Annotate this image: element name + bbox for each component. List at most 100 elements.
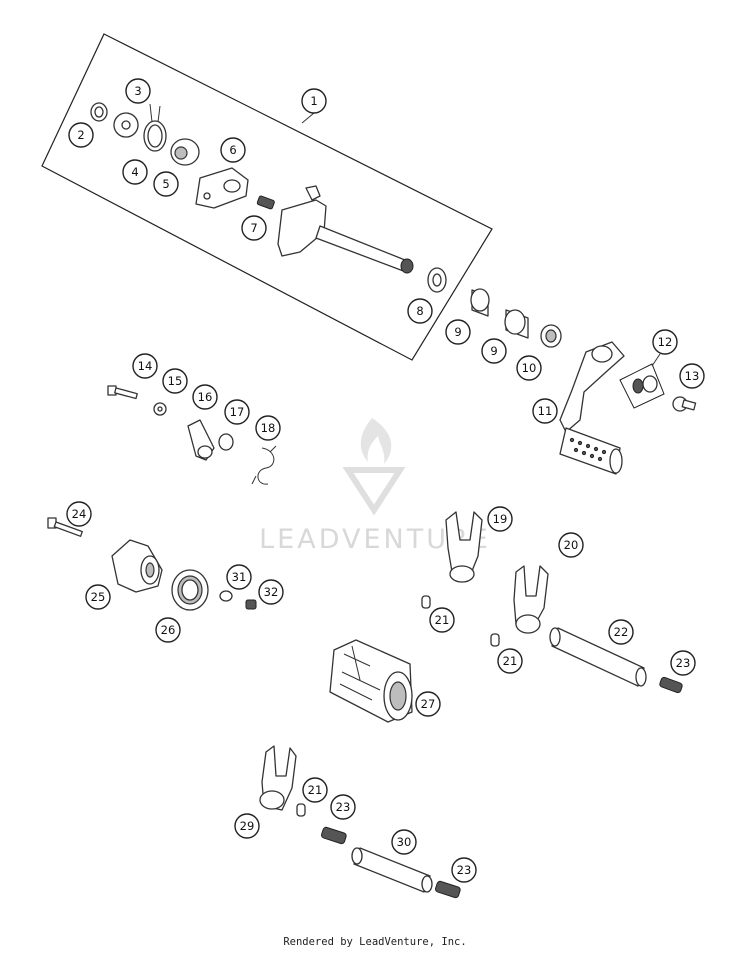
callout-6[interactable]: 6 <box>220 137 246 163</box>
part-24-bolt[interactable] <box>47 517 83 537</box>
part-shift-shaft[interactable] <box>277 185 414 274</box>
callout-2[interactable]: 2 <box>68 122 94 148</box>
part-26-bearing[interactable] <box>171 569 209 611</box>
part-9-bushing-b[interactable] <box>504 309 529 339</box>
callout-22[interactable]: 22 <box>608 619 634 645</box>
callout-23c[interactable]: 23 <box>451 857 477 883</box>
part-17-roller[interactable] <box>218 433 234 451</box>
part-5-guide[interactable] <box>170 138 200 166</box>
part-16-lever[interactable] <box>187 419 215 461</box>
svg-text:31: 31 <box>232 570 247 584</box>
callout-20[interactable]: 20 <box>558 532 584 558</box>
part-27-shift-drum[interactable] <box>329 639 413 723</box>
part-6-plate[interactable] <box>195 167 249 209</box>
callout-21c[interactable]: 21 <box>302 777 328 803</box>
part-30-fork-rod[interactable] <box>351 847 433 893</box>
svg-text:8: 8 <box>416 304 423 318</box>
part-7-spring[interactable] <box>256 195 275 210</box>
callout-12[interactable]: 12 <box>652 329 678 355</box>
callout-1[interactable]: 1 <box>301 88 327 114</box>
part-31-clip[interactable] <box>219 590 233 602</box>
part-21-pin-b[interactable] <box>490 633 500 647</box>
svg-text:29: 29 <box>240 819 255 833</box>
part-19-shift-fork[interactable] <box>445 511 483 583</box>
svg-text:18: 18 <box>261 421 276 435</box>
part-21-pin-a[interactable] <box>421 595 431 609</box>
callout-24[interactable]: 24 <box>66 501 92 527</box>
part-29-shift-fork[interactable] <box>259 745 297 811</box>
svg-text:21: 21 <box>503 654 518 668</box>
callout-10[interactable]: 10 <box>516 355 542 381</box>
callout-9a[interactable]: 9 <box>445 319 471 345</box>
part-2-retaining-ring[interactable] <box>90 102 108 122</box>
part-15-washer[interactable] <box>153 402 167 416</box>
part-9-bushing-a[interactable] <box>470 288 490 317</box>
callout-25[interactable]: 25 <box>85 584 111 610</box>
callout-17[interactable]: 17 <box>224 399 250 425</box>
callout-32[interactable]: 32 <box>258 579 284 605</box>
svg-text:12: 12 <box>658 335 673 349</box>
part-23-spring-b[interactable] <box>321 826 347 845</box>
part-32-screw[interactable] <box>245 599 257 610</box>
callout-13[interactable]: 13 <box>679 363 705 389</box>
part-13-bolt[interactable] <box>672 396 697 412</box>
part-23-spring-a[interactable] <box>659 676 683 694</box>
svg-text:5: 5 <box>162 177 169 191</box>
part-18-spring[interactable] <box>251 445 277 485</box>
svg-text:15: 15 <box>168 374 183 388</box>
svg-text:10: 10 <box>522 361 537 375</box>
callout-26[interactable]: 26 <box>155 617 181 643</box>
svg-text:30: 30 <box>397 835 412 849</box>
part-21-pin-c[interactable] <box>296 803 306 817</box>
part-11-shift-lever[interactable] <box>559 341 625 475</box>
part-25-shift-star[interactable] <box>111 539 163 593</box>
callout-23a[interactable]: 23 <box>670 650 696 676</box>
part-20-shift-fork[interactable] <box>513 565 549 634</box>
svg-text:6: 6 <box>229 143 236 157</box>
svg-text:19: 19 <box>493 512 508 526</box>
part-washer[interactable] <box>113 112 139 138</box>
svg-text:23: 23 <box>676 656 691 670</box>
callout-21a[interactable]: 21 <box>429 607 455 633</box>
callout-18[interactable]: 18 <box>255 415 281 441</box>
svg-text:11: 11 <box>538 404 553 418</box>
svg-text:21: 21 <box>308 783 323 797</box>
svg-text:1: 1 <box>310 94 317 108</box>
svg-text:22: 22 <box>614 625 629 639</box>
svg-text:23: 23 <box>457 863 472 877</box>
callout-5[interactable]: 5 <box>153 171 179 197</box>
callout-8[interactable]: 8 <box>407 298 433 324</box>
svg-text:17: 17 <box>230 405 245 419</box>
callout-23b[interactable]: 23 <box>330 794 356 820</box>
svg-text:9: 9 <box>490 344 497 358</box>
part-14-bolt[interactable] <box>107 385 138 400</box>
svg-text:16: 16 <box>198 390 213 404</box>
callout-30[interactable]: 30 <box>391 829 417 855</box>
svg-text:23: 23 <box>336 800 351 814</box>
svg-text:13: 13 <box>685 369 700 383</box>
callout-19[interactable]: 19 <box>487 506 513 532</box>
callout-7[interactable]: 7 <box>241 215 267 241</box>
callout-27[interactable]: 27 <box>415 691 441 717</box>
callout-15[interactable]: 15 <box>162 368 188 394</box>
part-12-bolt-kit[interactable] <box>619 353 665 409</box>
callout-9b[interactable]: 9 <box>481 338 507 364</box>
svg-text:7: 7 <box>250 221 257 235</box>
callout-31[interactable]: 31 <box>226 564 252 590</box>
callout-3[interactable]: 3 <box>125 78 151 104</box>
part-3-spring[interactable] <box>143 103 167 152</box>
part-10-seal[interactable] <box>540 324 562 348</box>
callout-14[interactable]: 14 <box>132 353 158 379</box>
callout-21b[interactable]: 21 <box>497 648 523 674</box>
svg-text:25: 25 <box>91 590 106 604</box>
part-8-washer[interactable] <box>427 267 447 293</box>
callout-16[interactable]: 16 <box>192 384 218 410</box>
callout-11[interactable]: 11 <box>532 398 558 424</box>
part-22-fork-rod[interactable] <box>549 627 647 687</box>
callout-4[interactable]: 4 <box>122 159 148 185</box>
svg-text:26: 26 <box>161 623 176 637</box>
svg-text:4: 4 <box>131 165 138 179</box>
callout-29[interactable]: 29 <box>234 813 260 839</box>
part-23-spring-c[interactable] <box>435 880 461 899</box>
